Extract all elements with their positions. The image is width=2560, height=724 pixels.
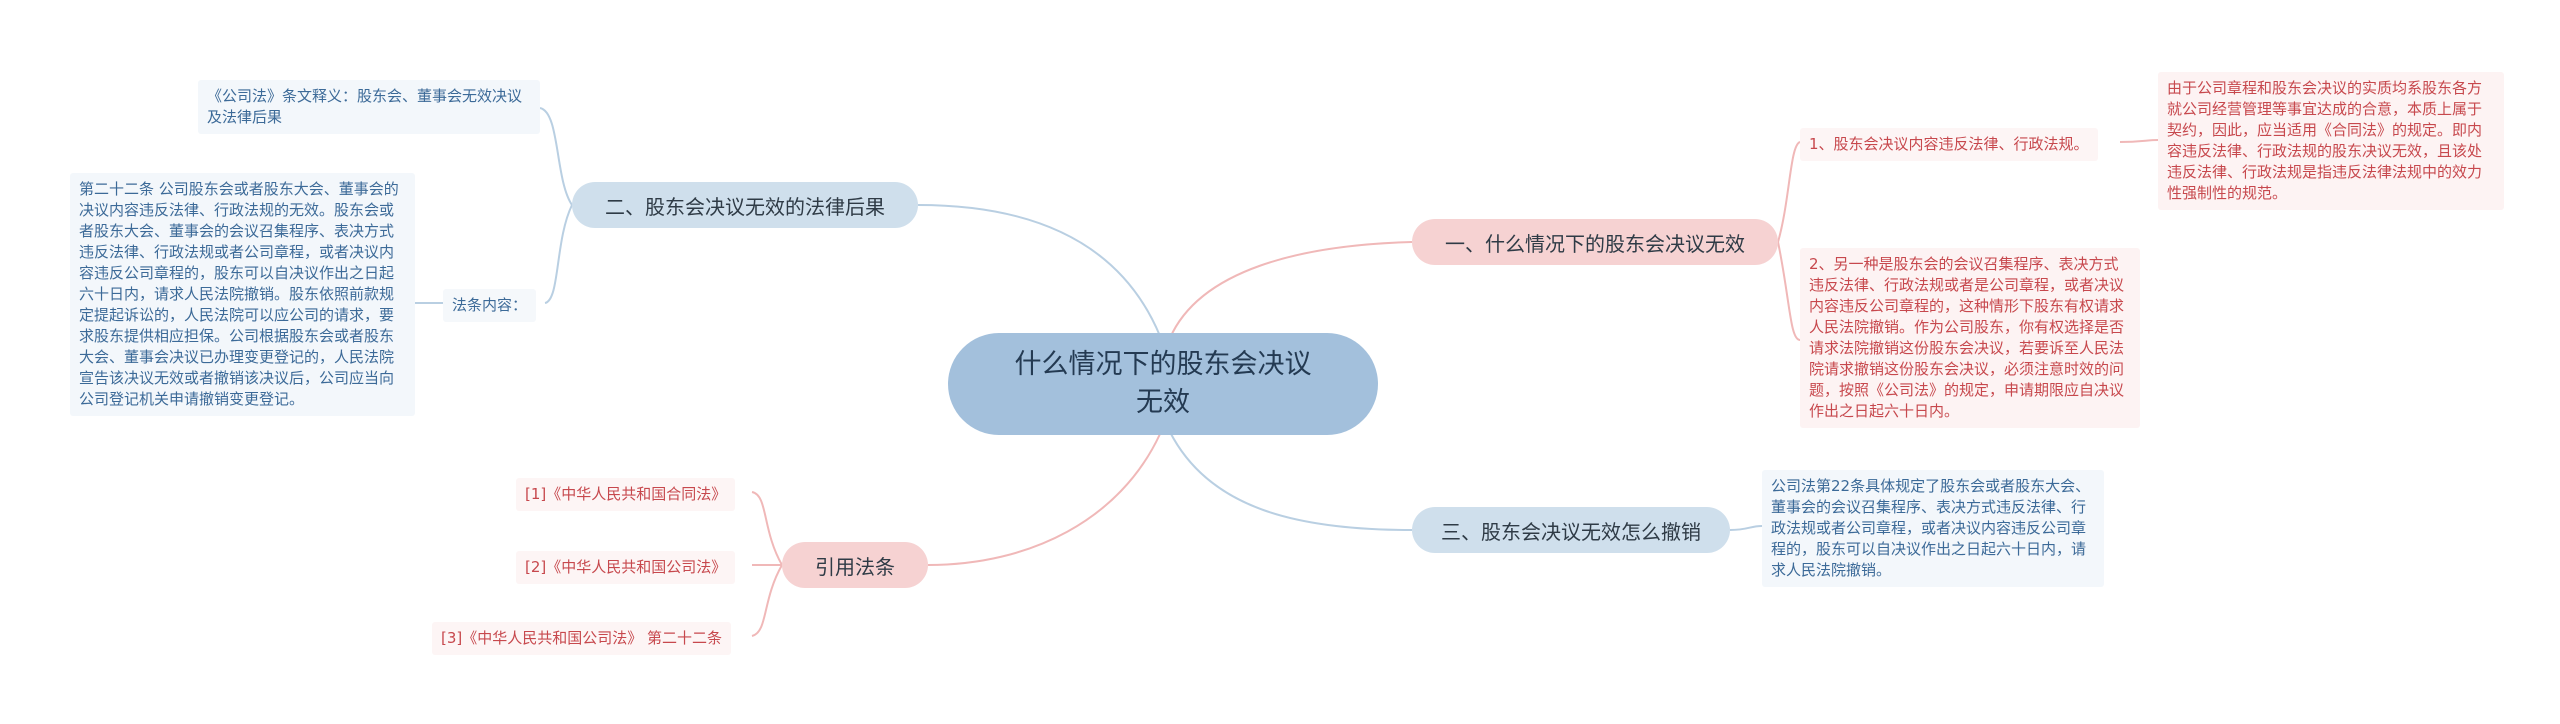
branch-3[interactable]: 三、股东会决议无效怎么撤销 [1412,507,1730,553]
central-topic[interactable]: 什么情况下的股东会决议无效 [948,333,1378,435]
b2-item-2[interactable]: 法条内容： [443,289,537,322]
branch-2-label: 二、股东会决议无效的法律后果 [605,194,885,219]
b1-item-1[interactable]: 1、股东会决议内容违反法律、行政法规。 [1800,128,2098,161]
b4-item-1-text: [1]《中华人民共和国合同法》 [525,485,727,503]
branch-1[interactable]: 一、什么情况下的股东会决议无效 [1412,219,1778,265]
connector-center-b1 [1169,241,1413,339]
connector-center-b2 [917,204,1161,337]
branch-4-label: 引用法条 [815,554,895,579]
b1-item-1-text: 1、股东会决议内容违反法律、行政法规。 [1809,135,2089,153]
b2-item-2-text: 法条内容： [452,296,528,314]
b2-item-1-text: 《公司法》条文释义：股东会、董事会无效决议及法律后果 [207,87,523,126]
b1-item-1-detail-text: 由于公司章程和股东会决议的实质均系股东各方就公司经营管理等事宜达成的合意，本质上… [2167,79,2483,202]
b2-item-2-detail-text: 第二十二条 公司股东会或者股东大会、董事会的决议内容违反法律、行政法规的无效。股… [79,180,399,408]
b1-item-2-text: 2、另一种是股东会的会议召集程序、表决方式违反法律、行政法规或者是公司章程，或者… [1809,255,2125,420]
connector-b2-item2 [544,204,573,304]
b2-item-1[interactable]: 《公司法》条文释义：股东会、董事会无效决议及法律后果 [198,80,540,134]
connector-center-b4 [927,433,1161,566]
b4-item-3-text: [3]《中华人民共和国公司法》 第二十二条 [441,629,723,647]
connector-b3-item1 [1729,525,1763,531]
branch-2[interactable]: 二、股东会决议无效的法律后果 [572,182,918,228]
b4-item-1[interactable]: [1]《中华人民共和国合同法》 [516,478,736,511]
b2-item-2-detail[interactable]: 第二十二条 公司股东会或者股东大会、董事会的决议内容违反法律、行政法规的无效。股… [70,173,415,416]
central-topic-label: 什么情况下的股东会决议无效 [1014,349,1312,418]
connector-b1-item2 [1777,241,1801,341]
connector-center-b3 [1169,431,1413,531]
branch-3-label: 三、股东会决议无效怎么撤销 [1441,519,1701,544]
b1-item-2[interactable]: 2、另一种是股东会的会议召集程序、表决方式违反法律、行政法规或者是公司章程，或者… [1800,248,2140,428]
b4-item-2[interactable]: [2]《中华人民共和国公司法》 [516,551,736,584]
b3-item-1-text: 公司法第22条具体规定了股东会或者股东大会、董事会的会议召集程序、表决方式违反法… [1771,477,2091,579]
b4-item-2-text: [2]《中华人民共和国公司法》 [525,558,727,576]
b3-item-1[interactable]: 公司法第22条具体规定了股东会或者股东大会、董事会的会议召集程序、表决方式违反法… [1762,470,2104,587]
branch-4[interactable]: 引用法条 [782,542,928,588]
connector-b1-item1 [1777,141,1801,243]
connector-b1-item1-detail [2119,139,2159,143]
branch-1-label: 一、什么情况下的股东会决议无效 [1445,231,1745,256]
connector-b2-item1 [539,107,573,206]
b1-item-1-detail[interactable]: 由于公司章程和股东会决议的实质均系股东各方就公司经营管理等事宜达成的合意，本质上… [2158,72,2504,210]
connector-b4-item3 [751,564,783,637]
connector-b4-item1 [751,491,783,566]
b4-item-3[interactable]: [3]《中华人民共和国公司法》 第二十二条 [432,622,732,655]
